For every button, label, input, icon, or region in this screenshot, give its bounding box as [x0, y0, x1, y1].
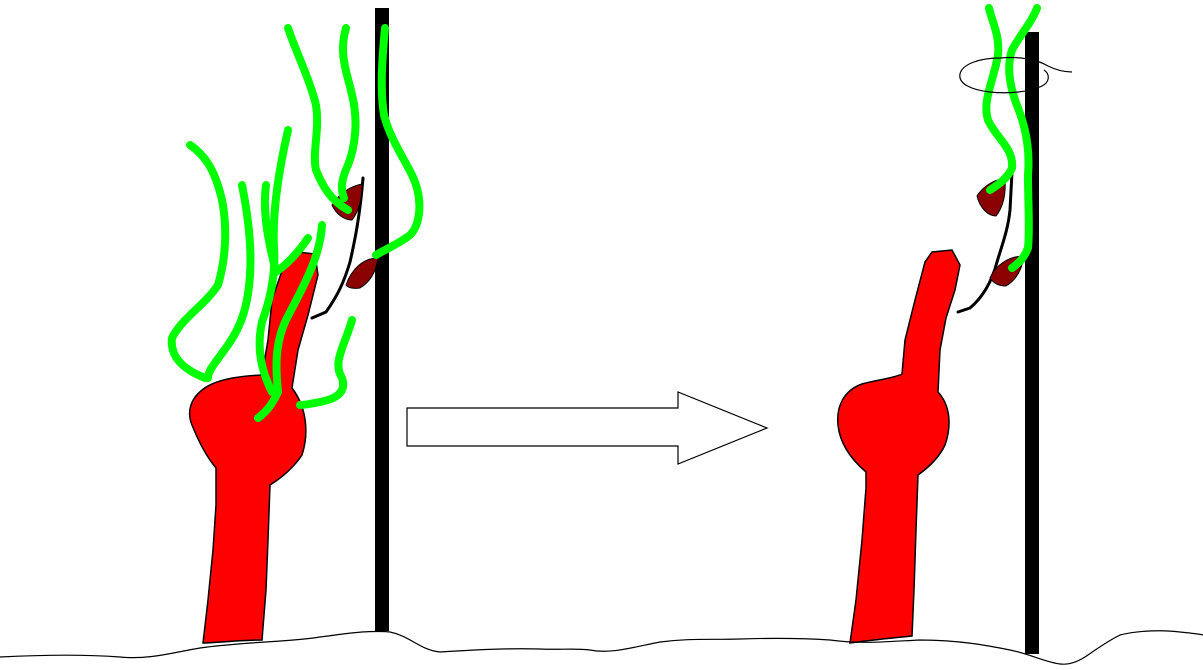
shoot-before-6: [342, 28, 356, 198]
ground-line: [0, 631, 1203, 664]
tie-loop: [960, 57, 1072, 92]
panel-before: [172, 8, 420, 643]
right-arrow-icon: [407, 392, 767, 464]
shoot-before-2: [208, 185, 251, 378]
shoot-after-1: [986, 8, 1012, 190]
shoot-before-9: [300, 320, 352, 405]
trunk-after: [838, 250, 960, 643]
trunk-before: [190, 252, 318, 643]
shoot-before-1: [172, 145, 225, 378]
panel-after: [838, 8, 1072, 654]
